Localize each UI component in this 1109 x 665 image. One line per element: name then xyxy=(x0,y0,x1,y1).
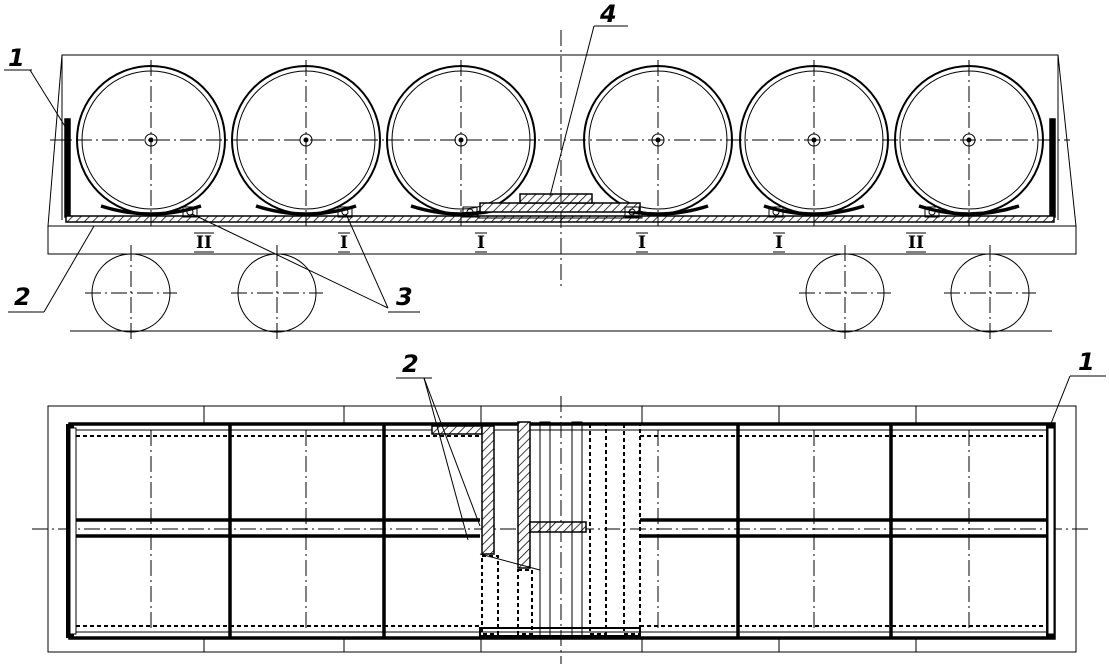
plan-bays xyxy=(76,406,1048,652)
chock xyxy=(462,206,478,218)
section-mark: I xyxy=(338,232,350,253)
plan-end-walls xyxy=(66,424,1055,638)
section-label: II xyxy=(908,233,924,253)
section-mark: I xyxy=(773,232,785,253)
callout-2: 2 xyxy=(14,283,31,311)
callout-4: 4 xyxy=(599,0,617,28)
center-cross-structure xyxy=(431,421,641,637)
plan-callouts: 2 1 xyxy=(396,348,1106,541)
chock xyxy=(624,206,640,218)
plan-callout-1: 1 xyxy=(1078,348,1095,376)
coil xyxy=(583,60,733,226)
plan-callout-2: 2 xyxy=(402,350,419,378)
coil xyxy=(739,60,889,226)
coil xyxy=(76,60,226,226)
wagon-body xyxy=(47,54,1077,255)
chock xyxy=(768,206,784,218)
side-callouts: 1 2 3 4 xyxy=(4,0,628,313)
plan-view: 2 1 xyxy=(32,348,1106,664)
section-mark: II xyxy=(906,232,926,253)
section-label: I xyxy=(775,233,783,253)
section-mark: I xyxy=(475,232,487,253)
center-spacer xyxy=(477,193,643,219)
section-mark: II xyxy=(194,232,214,253)
wheel xyxy=(85,245,177,340)
section-label: II xyxy=(196,233,212,253)
coil xyxy=(231,60,381,226)
section-mark: I xyxy=(636,232,648,253)
chock xyxy=(924,206,940,218)
section-label: I xyxy=(477,233,485,253)
chock-group xyxy=(182,206,940,218)
wheel xyxy=(231,245,323,340)
coil xyxy=(894,60,1044,226)
coil xyxy=(386,60,536,226)
callout-3: 3 xyxy=(396,283,413,311)
wheel xyxy=(799,245,891,340)
section-label: I xyxy=(638,233,646,253)
longitudinal-beam xyxy=(76,518,1048,538)
chock xyxy=(337,206,353,218)
wheel-group xyxy=(85,245,1036,340)
section-label: I xyxy=(340,233,348,253)
callout-1: 1 xyxy=(8,44,25,72)
wheel xyxy=(944,245,1036,340)
chock xyxy=(182,206,198,218)
